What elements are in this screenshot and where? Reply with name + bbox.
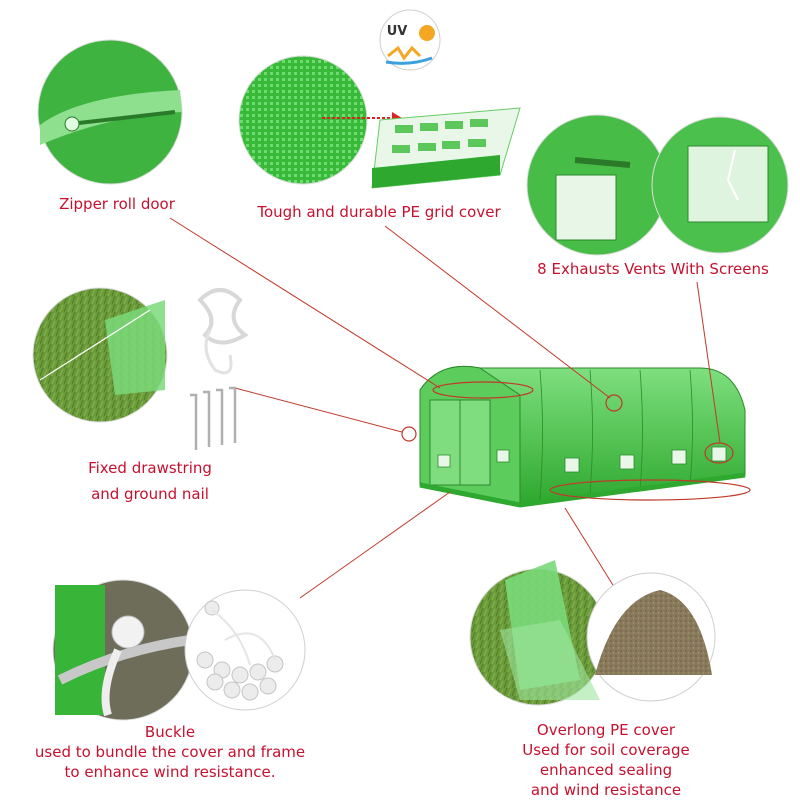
ground-nail-icons (190, 288, 249, 450)
grid-cover-leader (384, 225, 611, 399)
zipper-door-photo (37, 39, 183, 185)
drawstring-leader (234, 387, 403, 433)
buckle-leader (299, 491, 451, 599)
cover-edge-marker (549, 479, 751, 501)
zipper-leader (169, 217, 441, 389)
overlong-cover-label: Overlong PE cover Used for soil coverage… (522, 721, 690, 799)
grid-cover-label: Tough and durable PE grid cover (257, 203, 501, 221)
overlong-leader (564, 507, 617, 591)
uv-text: UV (386, 24, 408, 39)
uv-badge (379, 9, 441, 71)
overlong-cover-photo (469, 560, 716, 706)
drawstring-photo (32, 287, 168, 423)
grid-cover-photo (238, 9, 521, 189)
buckle-photo (52, 579, 306, 721)
vent-leader (696, 281, 721, 444)
zipper-door-label: Zipper roll door (59, 195, 175, 213)
buckle-label: Buckle used to bundle the cover and fram… (34, 723, 306, 781)
vent-photos (526, 114, 789, 256)
grid-cover-marker (605, 394, 623, 412)
greenhouse-illustration (419, 365, 746, 508)
vent-marker (704, 442, 734, 464)
uv-sun-icon (419, 25, 435, 41)
zipper-marker (432, 381, 534, 399)
drawstring-label: Fixed drawstring and ground nail (88, 459, 212, 503)
drawstring-marker (401, 426, 417, 442)
vents-label: 8 Exhausts Vents With Screens (537, 260, 769, 278)
